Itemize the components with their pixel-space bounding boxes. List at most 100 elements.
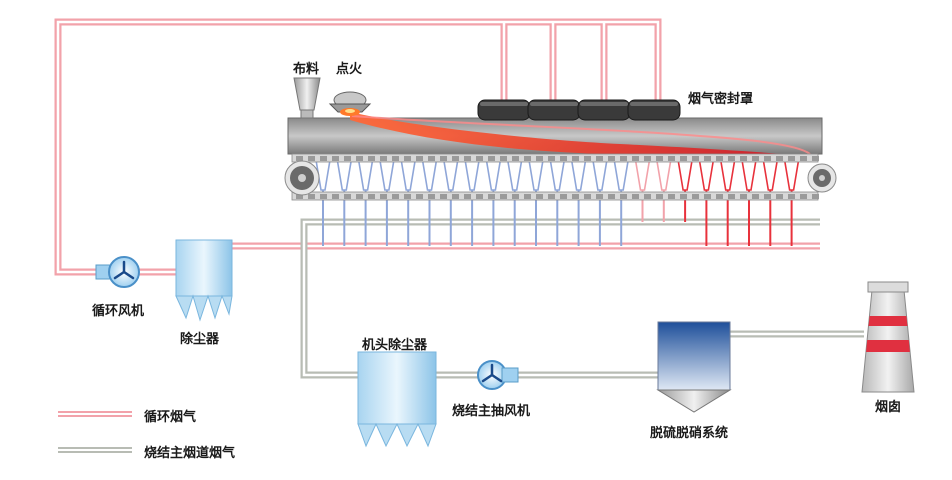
desulfurization-system (656, 321, 732, 413)
main-fan-label: 烧结主抽风机 (452, 404, 531, 419)
recirculation-pipes (54, 18, 820, 276)
head-dust-collector-label: 机头除尘器 (362, 338, 428, 353)
pallet (404, 194, 411, 199)
pallet (548, 156, 555, 161)
left-sprocket (284, 160, 320, 196)
right-sprocket (807, 163, 837, 193)
pallet (764, 156, 771, 161)
windbox-funnel (506, 159, 523, 191)
pallet (368, 194, 375, 199)
pallet (704, 194, 711, 199)
pallet (536, 156, 543, 161)
pallet (644, 156, 651, 161)
pallet (512, 194, 519, 199)
feeder-hopper (293, 77, 321, 119)
pallet (572, 156, 579, 161)
windbox-funnel (549, 159, 566, 191)
pallet (452, 194, 459, 199)
windbox-funnel (634, 159, 651, 191)
pallet (560, 156, 567, 161)
pallet (608, 156, 615, 161)
windbox-funnel (485, 159, 502, 191)
windbox-funnel (698, 159, 715, 191)
windbox-funnel (677, 159, 694, 191)
pallet (788, 194, 795, 199)
circulation-fan (95, 256, 140, 288)
pallet (464, 156, 471, 161)
pallet (452, 156, 459, 161)
pallet (488, 194, 495, 199)
pallet (812, 194, 819, 199)
pallet (632, 156, 639, 161)
main-flue-pipes (300, 218, 864, 379)
pallet (812, 156, 819, 161)
pallet (380, 194, 387, 199)
pallet (680, 156, 687, 161)
pallet (428, 156, 435, 161)
pallet (656, 194, 663, 199)
pallet (788, 156, 795, 161)
pallet (800, 194, 807, 199)
pallet (308, 194, 315, 199)
pallet (644, 194, 651, 199)
pallet (668, 156, 675, 161)
pallet (404, 156, 411, 161)
pallet (356, 156, 363, 161)
pallet (476, 194, 483, 199)
dust-collector-label: 除尘器 (180, 332, 220, 347)
pallet-chain (291, 153, 819, 201)
pallet (584, 156, 591, 161)
windbox-branches (315, 159, 800, 246)
pallet (608, 194, 615, 199)
pallet (524, 156, 531, 161)
circulation-fan-label: 循环风机 (92, 304, 145, 319)
pallet (296, 156, 303, 161)
pallet (296, 194, 303, 199)
legend-swatches (58, 411, 132, 453)
windbox-funnel (613, 159, 630, 191)
chimney (861, 281, 915, 393)
pallet (776, 156, 783, 161)
pallet (632, 194, 639, 199)
legend-label-main-flue: 烧结主烟道烟气 (144, 446, 236, 461)
pallet (596, 156, 603, 161)
pallet (344, 156, 351, 161)
pallet (524, 194, 531, 199)
legend-label-recirculation: 循环烟气 (144, 410, 197, 425)
pallet (488, 156, 495, 161)
flue-gas-hood (477, 99, 681, 121)
pallet (416, 156, 423, 161)
windbox-funnel (591, 159, 608, 191)
pallet (680, 194, 687, 199)
pallet (536, 194, 543, 199)
pallet (476, 156, 483, 161)
pallet (392, 156, 399, 161)
pallet (716, 194, 723, 199)
pallet (716, 156, 723, 161)
desulfurization-label: 脱硫脱硝系统 (650, 426, 729, 441)
pallet (620, 194, 627, 199)
pallet (728, 194, 735, 199)
pallet (620, 156, 627, 161)
chimney-label: 烟囱 (875, 400, 902, 415)
pallet (572, 194, 579, 199)
pallet (740, 156, 747, 161)
windbox-funnel (442, 159, 459, 191)
pallet (320, 194, 327, 199)
pallet (500, 194, 507, 199)
ignition-furnace (328, 91, 372, 116)
pallet (740, 194, 747, 199)
windbox-funnel (719, 159, 736, 191)
windbox-funnel (655, 159, 672, 191)
pallet (308, 156, 315, 161)
ignition-label: 点火 (336, 62, 363, 77)
windbox-funnel (336, 159, 353, 191)
pallet (704, 156, 711, 161)
pallet (356, 194, 363, 199)
main-exhaust-fan (477, 360, 519, 390)
pallet (560, 194, 567, 199)
windbox-funnel (783, 159, 800, 191)
pallet (764, 194, 771, 199)
pallet (440, 194, 447, 199)
